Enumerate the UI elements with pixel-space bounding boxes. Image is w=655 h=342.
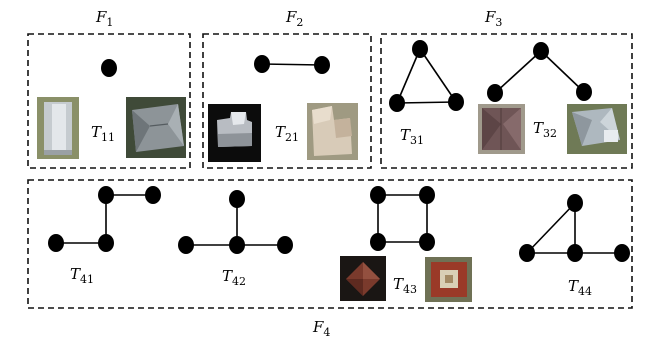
graph-node: [567, 194, 583, 212]
graph-node: [389, 94, 405, 112]
graph-node: [370, 186, 386, 204]
graph-node: [370, 233, 386, 251]
graph-node: [229, 236, 245, 254]
family-frame-f3: [380, 33, 633, 169]
graph-node: [229, 190, 245, 208]
graph-node: [48, 234, 64, 252]
graph-node: [519, 244, 535, 262]
template-label-t11: T11: [91, 123, 115, 144]
graph-t32: [487, 42, 592, 102]
graph-node: [101, 59, 117, 77]
graph-node: [448, 93, 464, 111]
graph-node: [314, 56, 330, 74]
family-label-f3: F3: [484, 8, 502, 29]
graph-node: [254, 55, 270, 73]
graph-node: [145, 186, 161, 204]
graph-node: [419, 186, 435, 204]
graph-edge: [261, 63, 323, 66]
graph-t44: [519, 194, 630, 262]
roof-image-t11-flat: [37, 97, 79, 159]
template-label-t42: T42: [222, 267, 246, 288]
template-label-t31: T31: [400, 126, 424, 147]
family-label-f1: F1: [95, 8, 113, 29]
graph-t31: [389, 40, 464, 112]
template-label-t41: T41: [70, 265, 94, 286]
graph-node: [487, 84, 503, 102]
roof-image-t43-courtyard: [425, 257, 472, 302]
graph-node: [277, 236, 293, 254]
graph-t21: [254, 55, 330, 74]
graph-node: [567, 244, 583, 262]
roof-image-t11-hip: [126, 97, 186, 158]
template-label-t43: T43: [393, 275, 417, 296]
graph-node: [178, 236, 194, 254]
roof-image-t32-brown: [478, 104, 525, 154]
template-label-t44: T44: [568, 277, 592, 298]
roof-image-t43-dark: [340, 256, 386, 301]
roof-image-t21-beige: [307, 103, 358, 160]
template-label-t32: T32: [533, 119, 557, 140]
graph-t41: [48, 186, 161, 252]
roof-image-t32-gray: [567, 104, 627, 154]
graph-node: [98, 234, 114, 252]
family-frame-f4: [27, 179, 633, 309]
graph-edge: [494, 50, 542, 94]
family-label-f4: F4: [312, 318, 330, 339]
graph-edge: [396, 101, 457, 104]
family-label-f2: F2: [285, 8, 303, 29]
graph-t43: [370, 186, 435, 251]
graph-node: [419, 233, 435, 251]
graph-node: [98, 186, 114, 204]
graph-edge: [419, 48, 457, 103]
graph-t11: [101, 59, 117, 77]
graph-edge: [396, 48, 421, 104]
graph-edge: [526, 202, 576, 254]
graph-node: [614, 244, 630, 262]
graph-node: [533, 42, 549, 60]
family-frame-f2: [202, 33, 372, 169]
graph-edge: [540, 50, 585, 93]
graph-node: [576, 83, 592, 101]
graph-node: [412, 40, 428, 58]
template-label-t21: T21: [275, 123, 299, 144]
family-frame-f1: [27, 33, 191, 169]
roof-image-t21-dark: [208, 104, 261, 162]
graph-t42: [178, 190, 293, 254]
